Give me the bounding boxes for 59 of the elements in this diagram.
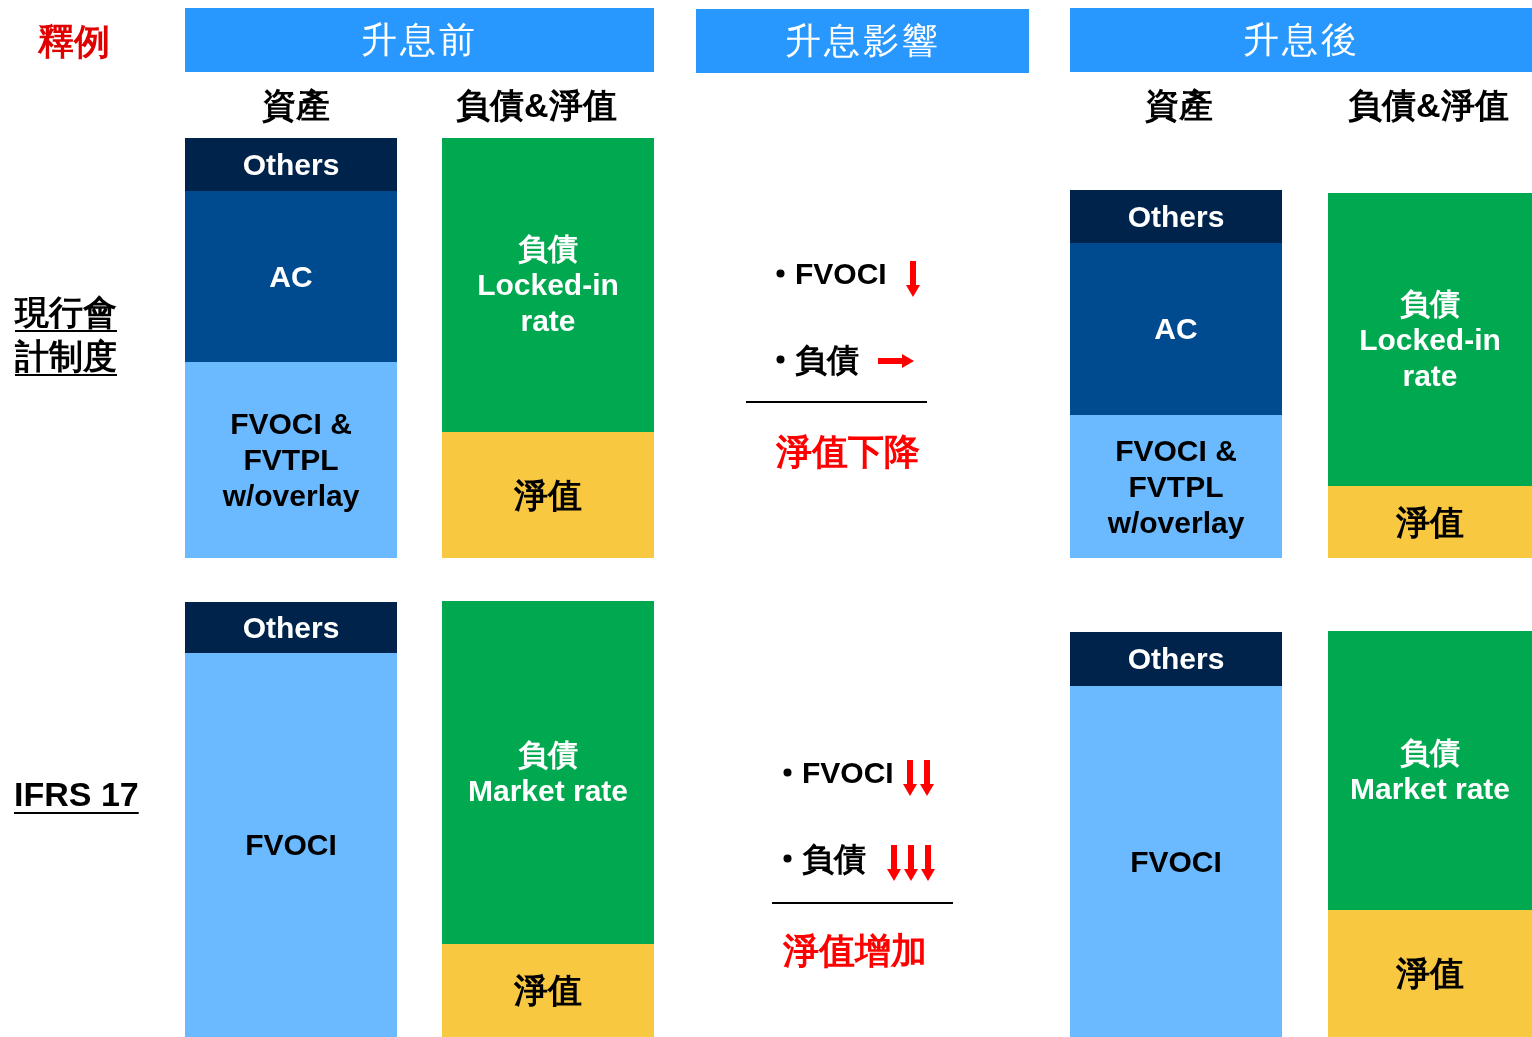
fvoci-block (185, 653, 397, 1037)
block-label: Others (242, 146, 340, 183)
equity-block (442, 432, 654, 558)
block-label: 負債 (1400, 285, 1460, 322)
bullet-text: FVOCI (795, 259, 887, 289)
header-band (1070, 8, 1532, 72)
bullet-text: FVOCI (802, 758, 894, 788)
header-band (696, 9, 1029, 73)
equity-block (1328, 910, 1532, 1037)
column-header: 資產 (262, 88, 330, 122)
column-header: 負債&淨值 (456, 88, 617, 122)
equity-block (1328, 486, 1532, 558)
block-label: 淨值 (514, 474, 582, 516)
row-header: 現行會計制度 (15, 292, 118, 378)
bullet-text: 負債 (795, 344, 859, 376)
block-text: Market rate (1349, 770, 1511, 807)
block-label: Others (1127, 198, 1225, 235)
fvoci-block (1070, 686, 1282, 1037)
block-label: 升息前 (361, 18, 478, 62)
liability-block (1328, 631, 1532, 910)
fvoci-block (1070, 415, 1282, 558)
others-block (1070, 632, 1282, 686)
block-label: 淨值 (514, 970, 582, 1011)
block-label: 升息後 (1242, 18, 1360, 62)
bullet-text: 負債 (802, 843, 866, 875)
title: 釋例 (38, 24, 110, 60)
others-block (1070, 190, 1282, 243)
block-label: AC (1154, 311, 1198, 347)
equity-block (442, 944, 654, 1037)
liability-block (442, 138, 654, 432)
fvoci-block (185, 362, 397, 558)
block-label: 升息影響 (784, 19, 941, 63)
block-label: 淨值 (1396, 953, 1464, 994)
others-block (185, 602, 397, 653)
block-label: FVOCI & FVTPL w/overlay (221, 406, 361, 514)
row-header: IFRS 17 (14, 777, 139, 811)
block-label: 負債 (1400, 734, 1460, 771)
result-text: 淨值下降 (776, 434, 920, 470)
block-label: 淨值 (1396, 501, 1464, 543)
block-text: Locked-in rate (476, 267, 620, 339)
block-label: AC (269, 258, 313, 295)
liability-block (1328, 193, 1532, 486)
block-label: Others (242, 609, 340, 646)
block-label: FVOCI & FVTPL w/overlay (1106, 432, 1246, 541)
block-label: 負債 (518, 736, 578, 773)
ac-block (1070, 243, 1282, 415)
block-label: 負債 (518, 231, 578, 267)
column-header: 資產 (1145, 88, 1213, 122)
ac-block (185, 191, 397, 362)
block-label: FVOCI (245, 827, 337, 863)
column-header: 負債&淨值 (1348, 88, 1509, 122)
block-label: FVOCI (1130, 843, 1222, 880)
block-label: Others (1127, 641, 1225, 677)
block-text: Market rate (467, 772, 629, 809)
others-block (185, 138, 397, 191)
liability-block (442, 601, 654, 944)
header-band (185, 8, 654, 72)
result-text: 淨值增加 (783, 933, 927, 969)
block-text: Locked-in rate (1358, 321, 1502, 394)
